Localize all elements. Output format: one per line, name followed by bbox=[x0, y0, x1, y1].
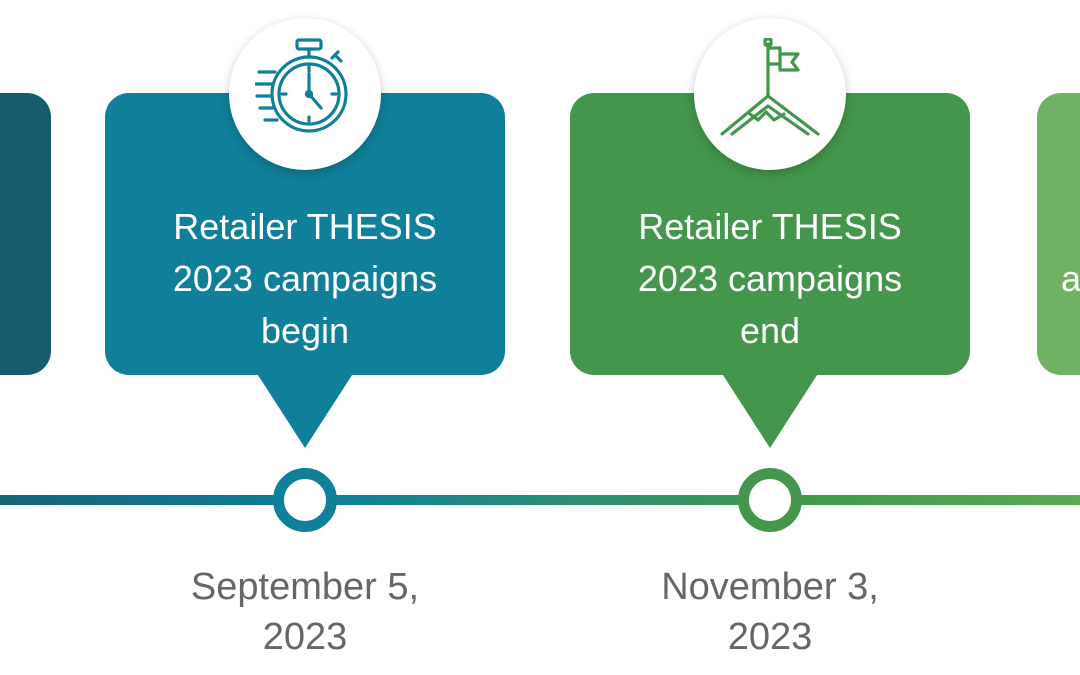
icon-badge bbox=[229, 18, 381, 170]
event-date: November 3, 2023 bbox=[661, 566, 879, 658]
partial-callout-left bbox=[0, 93, 51, 375]
event-callout-campaigns-end: Retailer THESIS 2023 campaigns end bbox=[570, 93, 970, 375]
stopwatch-icon bbox=[255, 38, 348, 133]
timeline-line bbox=[0, 495, 1080, 505]
event-title: Retailer THESIS 2023 campaigns end bbox=[637, 206, 903, 351]
icon-badge bbox=[694, 18, 846, 170]
callout-pointer bbox=[256, 372, 354, 448]
event-date: September 5, 2023 bbox=[190, 566, 420, 658]
callout-pointer bbox=[721, 372, 819, 448]
mountain-flag-icon bbox=[720, 38, 820, 136]
partial-callout-right-text: a bbox=[1061, 258, 1080, 299]
partial-callout-right: a bbox=[1037, 93, 1080, 375]
timeline-marker bbox=[738, 468, 802, 532]
timeline-marker bbox=[273, 468, 337, 532]
event-title: Retailer THESIS 2023 campaigns begin bbox=[172, 206, 438, 351]
